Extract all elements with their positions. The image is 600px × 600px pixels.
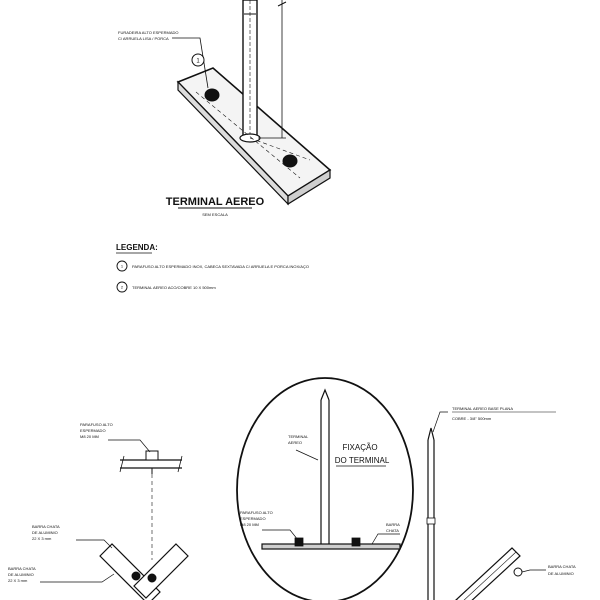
callout-1-line-2: C/ ARRUELA LISA / PORCA (118, 36, 169, 41)
legend-marker-1 (116, 260, 128, 272)
top-detail-subtitle: SEM ESCALA (202, 212, 228, 217)
legend-heading: LEGENDA: (116, 243, 158, 252)
bl-bolt-label-1: PARAFUSO ALTO (80, 422, 113, 427)
ellipse-bar-label-2: CHATA (386, 528, 399, 533)
br-rod-tip (427, 427, 435, 441)
bl-bar-label-2c: 22 X 3 mm (8, 578, 28, 583)
bolt-leader (108, 439, 151, 453)
br-flat-bar-inner (463, 551, 517, 600)
dimension-tick (277, 1, 287, 7)
bottom-left-detail (40, 439, 189, 600)
ellipse-terminal-leader (295, 449, 319, 461)
plate-axis-2 (249, 137, 311, 161)
br-bar-label-1: BARRA CHATA (548, 564, 576, 569)
ellipse-bolt-leader (262, 529, 299, 541)
legend-marker-1-num: 1 (121, 264, 124, 269)
br-terminal-leader (432, 411, 448, 433)
bolt-bottom (282, 154, 298, 168)
br-terminal-label-1: TERMINAL AEREO BASE PLANA (452, 406, 513, 411)
top-detail-title: TERMINAL AEREO (166, 196, 265, 208)
upper-bar-break-r (177, 455, 183, 473)
bl-bar-label-2b: DE ALUMINIO (8, 572, 34, 577)
plate-axis (195, 91, 301, 179)
br-terminal-label-2: COBRE - 3/8" 500mm (452, 416, 492, 421)
leader-1 (172, 37, 209, 89)
bl-bolt-label-2: ESPERMADO (80, 428, 106, 433)
legend-marker-2-num: 2 (121, 285, 124, 290)
callout-1-line-1: FURADEIRA ALTO ESPERMADO (118, 30, 179, 35)
bottom-right-detail (426, 411, 546, 600)
upper-bar-break-l (119, 455, 125, 473)
legend-item-1: PARAFUSO ALTO ESPERMADO INOX, CABECA SEX… (132, 264, 309, 269)
bar-leader-1 (76, 539, 113, 549)
cross-bolt-2 (147, 573, 157, 583)
ellipse-bolt-label-1: PARAFUSO ALTO (240, 510, 273, 515)
ellipse-bar-leader (371, 533, 400, 545)
ellipse-bar-label-1: BARRA (386, 522, 400, 527)
br-flat-bar (455, 547, 521, 600)
base-plate-side (287, 168, 331, 206)
ellipse-bolt-label-3: M8 20 MM (240, 522, 259, 527)
cross-bolt-1 (131, 571, 141, 581)
ellipse-terminal-label-2: AEREO (288, 440, 302, 445)
bar-leader-2 (40, 573, 115, 583)
detail-ellipse (236, 377, 414, 600)
ellipse-bolt-label-2: ESPERMADO (240, 516, 266, 521)
ellipse-terminal-tip (320, 388, 330, 401)
bolt-top (204, 88, 220, 102)
marker-circle (191, 53, 205, 67)
bl-bar-label-1c: 22 X 3 mm (32, 536, 52, 541)
upper-bolt-head (145, 450, 159, 461)
ellipse-detail (236, 377, 414, 600)
bar-right (133, 543, 189, 599)
ellipse-title-2: DO TERMINAL (335, 456, 390, 465)
ellipse-bolt-right (351, 537, 361, 547)
legend-marker-2 (116, 281, 128, 293)
marker-number: 1 (196, 59, 200, 65)
ellipse-title-1: FIXAÇÃO (342, 443, 377, 452)
br-bar-leader (521, 569, 546, 573)
br-rod-band (426, 517, 436, 525)
legend-item-2: TERMINAL AEREO ACO/COBRE 10 X 500mm (132, 285, 216, 290)
br-bar-label-2: DE ALUMINIO (548, 571, 574, 576)
bl-bar-label-2a: BARRA CHATA (8, 566, 36, 571)
top-detail (172, 0, 332, 206)
ellipse-terminal-label-1: TERMINAL (288, 434, 309, 439)
br-bar-bolt (513, 567, 523, 577)
bl-bar-label-1b: DE ALUMINIO (32, 530, 58, 535)
bl-bolt-label-3: M8 20 MM (80, 434, 99, 439)
ellipse-base-bar (261, 543, 401, 550)
ellipse-bolt-left (294, 537, 304, 547)
bl-bar-label-1a: BARRA CHATA (32, 524, 60, 529)
